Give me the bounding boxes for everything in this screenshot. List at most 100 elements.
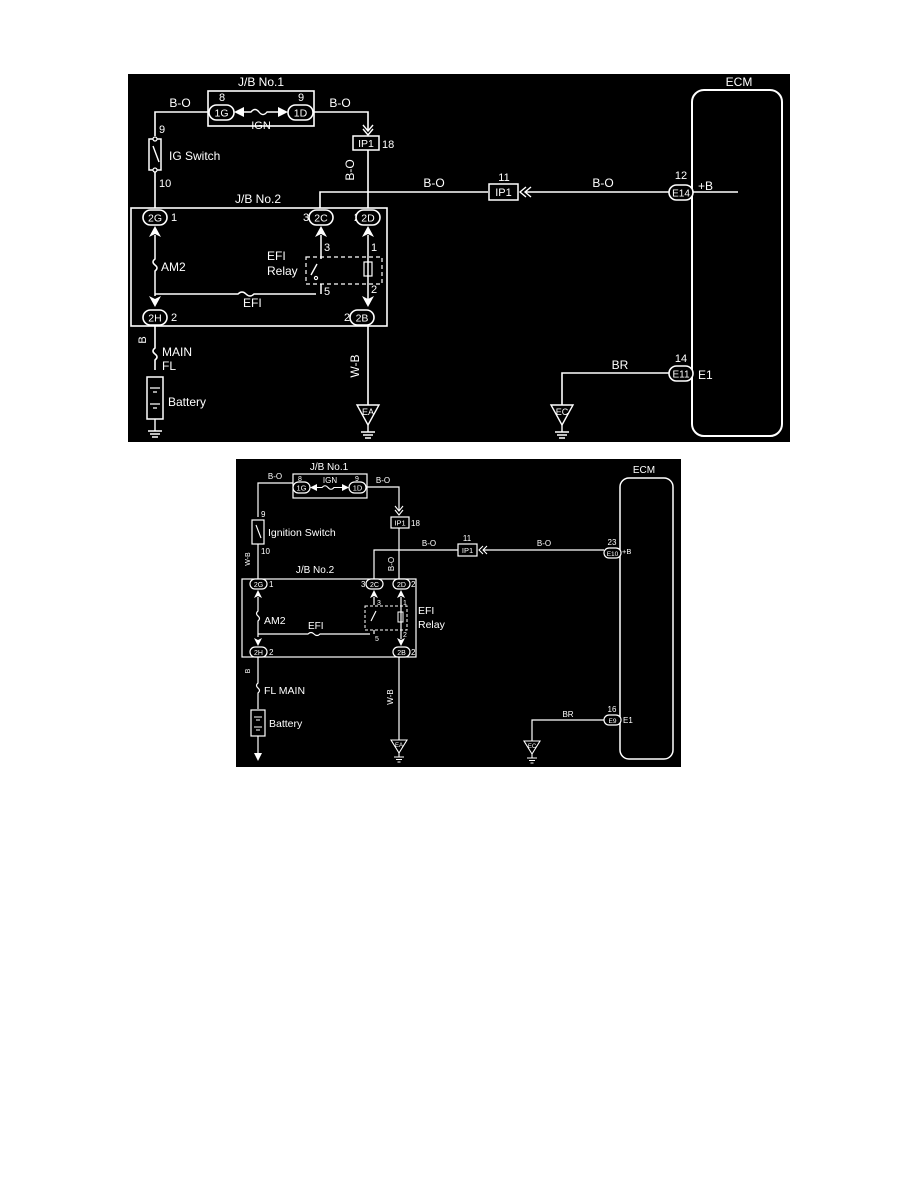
connector-1g	[208, 104, 235, 121]
fuse-ign-icon	[317, 485, 342, 490]
relay-pin-5: 5	[324, 286, 330, 298]
fuse-ign-label: IGN	[323, 476, 337, 485]
wire-bo-right-label: B-O	[376, 476, 390, 485]
wire-b-label: B	[245, 668, 252, 673]
fuse-efi-icon	[155, 291, 316, 297]
efi-relay-box	[305, 256, 383, 285]
connector-e11	[668, 365, 694, 382]
connector-2h	[142, 309, 168, 326]
connector-ip1-top-label: IP1	[394, 519, 405, 528]
ecm-plus-b-pin: 12	[675, 170, 687, 182]
connector-e9	[603, 714, 622, 726]
wire-wb-switch-label: W-B	[245, 552, 252, 566]
connector-ip1-top	[390, 516, 410, 529]
wire-bo-left-label: B-O	[268, 472, 282, 481]
fuse-main-label-1: MAIN	[162, 345, 192, 359]
connector-arrow-icon	[362, 128, 374, 137]
connector-2b-label: 2B	[397, 650, 406, 657]
connector-ip1-top-pin: 18	[411, 519, 420, 528]
terminal-arrow-icon	[397, 590, 405, 598]
terminal-arrow-icon	[254, 590, 262, 598]
connector-2g-pin: 1	[171, 212, 177, 224]
ecm-title: ECM	[633, 465, 655, 476]
ig-switch-icon	[152, 145, 160, 163]
wire-bo-mid-right-label: B-O	[592, 176, 613, 190]
relay-pin-2: 2	[403, 632, 407, 639]
ig-switch-label: IG Switch	[169, 149, 220, 163]
relay-contact	[313, 275, 319, 281]
wire-bo-mid-left-label: B-O	[423, 176, 444, 190]
ig-switch-pin-top: 9	[261, 510, 266, 519]
wire-b-label: B	[137, 336, 149, 343]
wiring-diagram-1: J/B No.1 8 9 1G 1D IGN B-O 9 IG Switch 1…	[128, 74, 790, 442]
connector-2d	[355, 209, 381, 226]
relay-pin-5: 5	[375, 636, 379, 643]
ecm-plus-b-pin: 23	[608, 538, 617, 547]
ecm-e1-label: E1	[698, 368, 713, 382]
connector-2c-label: 2C	[370, 582, 379, 589]
battery-label: Battery	[269, 718, 303, 730]
jb1-pin-left: 8	[298, 476, 302, 483]
connector-arrow-icon	[518, 186, 532, 198]
jb2-box	[241, 578, 417, 658]
connector-2h-label: 2H	[254, 650, 263, 657]
wire-bo-right	[314, 111, 369, 130]
efi-relay-label-2: Relay	[267, 264, 298, 278]
ground-icon	[394, 753, 404, 763]
wire-bo-mid-right-label: B-O	[537, 539, 551, 548]
relay-coil-icon	[363, 261, 373, 277]
connector-2g-label: 2G	[148, 213, 162, 225]
relay-pin-2: 2	[371, 284, 377, 296]
ecm-e1-pin: 14	[675, 353, 687, 365]
connector-ip1-top-pin: 18	[382, 139, 394, 151]
fuse-efi-icon	[258, 631, 370, 637]
wire-bo-left-label: B-O	[169, 96, 190, 110]
connector-2d-pin: 2	[411, 580, 416, 589]
battery-cells-icon	[254, 716, 262, 731]
efi-relay-label-1: EFI	[418, 605, 434, 617]
ig-switch-contact	[152, 167, 158, 173]
terminal-arrow-icon	[234, 107, 244, 117]
connector-e9-label: E9	[609, 718, 617, 725]
wire-wb-label: W-B	[386, 689, 395, 704]
jb1-pin-right: 9	[298, 92, 304, 104]
jb2-box	[130, 207, 388, 327]
fuse-am2-label: AM2	[264, 615, 286, 627]
connector-arrow-icon	[394, 505, 404, 516]
connector-ip1-top-label: IP1	[358, 138, 374, 150]
ground-ea-label: EA	[362, 407, 374, 417]
connector-2h-label: 2H	[148, 313, 161, 325]
ground-ea-symbol	[390, 739, 408, 755]
connector-2c-pin: 3	[361, 580, 366, 589]
terminal-arrow-icon	[315, 226, 327, 237]
ig-switch-pin-bottom: 10	[159, 178, 171, 190]
relay-pin-3: 3	[324, 242, 330, 254]
wire-wb-label: W-B	[348, 354, 362, 377]
wiring-diagram-1-svg: J/B No.1 8 9 1G 1D IGN B-O 9 IG Switch 1…	[130, 75, 783, 439]
ground-ea-symbol	[355, 404, 381, 427]
relay-switch-icon	[370, 610, 377, 622]
ground-ec-symbol	[549, 404, 575, 427]
wire-bo-mid-left	[319, 191, 488, 208]
terminal-arrow-icon	[370, 590, 378, 598]
connector-ip1-mid-pin: 11	[463, 534, 472, 543]
connector-1g-label: 1G	[296, 484, 306, 493]
connector-2h-pin: 2	[269, 648, 274, 657]
relay-switch-icon	[310, 263, 318, 276]
ecm-plus-b-label: +B	[698, 179, 713, 193]
connector-ip1-mid-label: IP1	[495, 187, 512, 199]
connector-2c	[365, 578, 384, 590]
relay-coil-icon	[397, 611, 404, 623]
connector-ip1-mid-label: IP1	[462, 546, 473, 555]
wire-bo-left	[257, 482, 293, 517]
ground-icon	[148, 419, 162, 438]
connector-1g-label: 1G	[214, 108, 228, 120]
connector-2d-label: 2D	[397, 582, 406, 589]
jb1-pin-left: 8	[219, 92, 225, 104]
wire-bo-vertical-label: B-O	[343, 159, 357, 180]
fuse-am2-label: AM2	[161, 260, 186, 274]
wire-bo-right-label: B-O	[329, 96, 350, 110]
jb1-title: J/B No.1	[238, 75, 284, 89]
connector-2d-label: 2D	[361, 213, 375, 225]
terminal-arrow-icon	[149, 226, 161, 237]
